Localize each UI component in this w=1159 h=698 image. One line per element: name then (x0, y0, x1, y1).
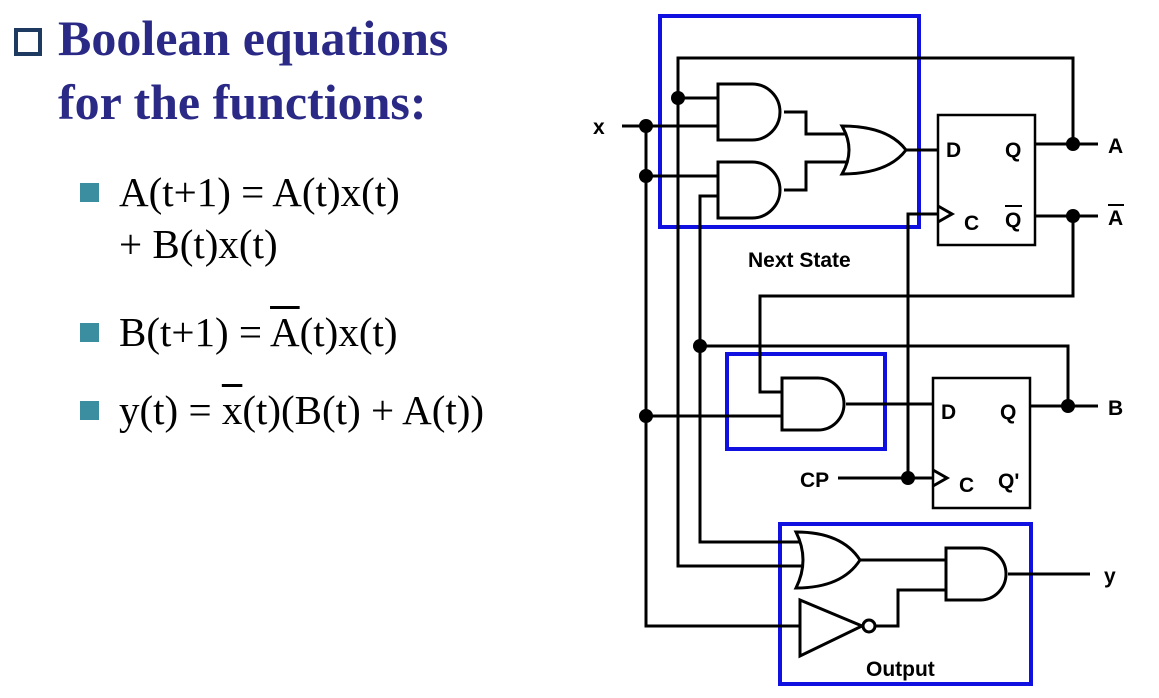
ff-b-d-label: D (941, 401, 956, 424)
input-cp-label: CP (800, 469, 829, 492)
ff-b-q-prime-label: Q' (998, 470, 1019, 493)
clock-triangle-icon (937, 204, 956, 224)
equation-a-line-1: A(t+1) = A(t)x(t) (119, 169, 400, 215)
input-x-label: x (593, 116, 605, 139)
ff-a-c-label: C (964, 212, 979, 235)
ff-a-d-label: D (946, 139, 961, 162)
or-gate-output (793, 530, 862, 590)
heading-text: Boolean equations for the functions: (58, 6, 448, 134)
equation-y-barred-term: x (221, 387, 243, 433)
hollow-square-bullet-icon (14, 28, 42, 56)
square-bullet-icon (80, 323, 99, 342)
and-gate-ax (716, 82, 782, 142)
junction-dots (639, 91, 1080, 485)
b-logic-box (725, 352, 887, 451)
flip-flop-b (931, 376, 1032, 510)
and-gate-b-next (780, 376, 846, 432)
ff-b-q-label: Q (1000, 401, 1016, 424)
not-gate-icon (798, 597, 866, 659)
heading: Boolean equations for the functions: (14, 6, 448, 134)
inverter-bubble-icon (861, 618, 877, 634)
equation-b-prefix: B(t+1) = (119, 309, 271, 355)
square-bullet-icon (80, 401, 99, 420)
output-b-label: B (1108, 397, 1123, 420)
heading-line-1: Boolean equations (58, 10, 449, 66)
equation-b-barred-term: A (270, 309, 300, 355)
output-label: Output (866, 658, 935, 681)
and-gate-output (944, 546, 1008, 602)
ff-a-q-label: Q (1005, 139, 1021, 162)
output-a-bar-label: A (1108, 207, 1123, 230)
equation-a-line-2: + B(t)x(t) (119, 221, 278, 267)
square-bullet-icon (80, 183, 99, 202)
equation-y-suffix: (t)(B(t) + A(t)) (242, 387, 485, 433)
output-box (778, 522, 1033, 686)
equation-a-next: A(t+1) = A(t)x(t) + B(t)x(t) (80, 166, 400, 270)
ff-a-q-bar-label: Q (1005, 209, 1021, 232)
output-a-label: A (1108, 135, 1123, 158)
next-state-label: Next State (748, 249, 851, 272)
next-state-box (658, 14, 921, 229)
ff-b-c-label: C (959, 474, 974, 497)
output-y-label: y (1104, 565, 1116, 588)
equation-y: y(t) = x(t)(B(t) + A(t)) (80, 384, 484, 436)
heading-line-2: for the functions: (58, 74, 427, 130)
and-gate-bx (716, 160, 782, 220)
equation-b-next: B(t+1) = A(t)x(t) (80, 306, 398, 358)
flip-flop-a (936, 113, 1037, 247)
clock-triangle-icon (932, 468, 951, 488)
equation-b-suffix: (t)x(t) (299, 309, 398, 355)
or-gate-next-a (839, 124, 908, 176)
equation-y-prefix: y(t) = (119, 387, 222, 433)
